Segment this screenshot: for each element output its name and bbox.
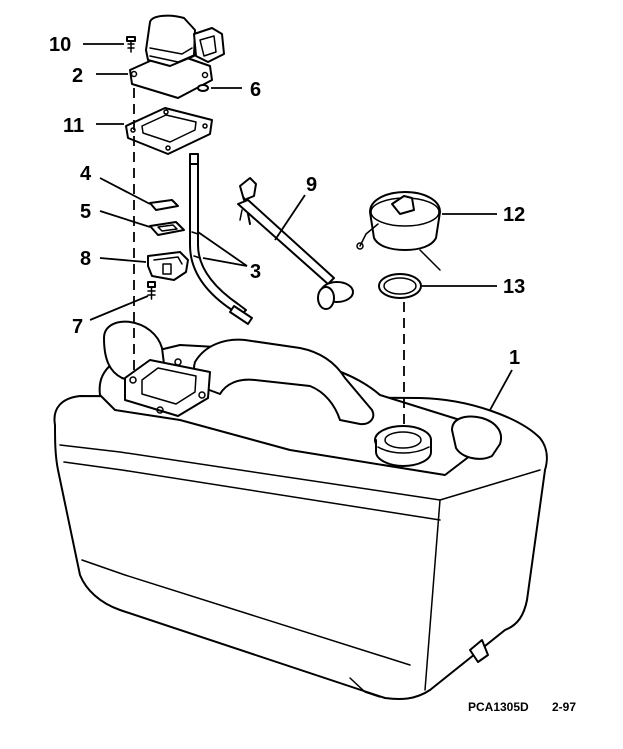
figure-codes: PCA1305D 2-97	[468, 700, 576, 714]
callout-labels: 10 2 6 11 4 5 8 7 9 3 12 13 1	[49, 34, 525, 369]
connector-housing	[129, 14, 225, 99]
callout-3: 3	[250, 261, 261, 283]
screw-10	[126, 36, 136, 53]
screw-7	[147, 281, 156, 300]
o-ring-6	[197, 84, 209, 92]
pickup-tube-3	[189, 153, 253, 325]
cap-gasket-13	[378, 273, 422, 299]
valve-8	[147, 251, 189, 281]
callout-1: 1	[509, 347, 520, 369]
leader-lines	[83, 43, 513, 411]
callout-4: 4	[80, 163, 92, 185]
callout-12: 12	[503, 204, 525, 226]
fuel-tank	[53, 320, 548, 700]
seal-4	[149, 199, 179, 211]
callout-8: 8	[80, 248, 91, 270]
callout-11: 11	[63, 115, 84, 137]
assembly-axis-lines	[133, 88, 405, 426]
callout-13: 13	[503, 276, 525, 298]
callout-9: 9	[306, 174, 317, 196]
callout-10: 10	[49, 34, 71, 56]
callout-5: 5	[80, 201, 91, 223]
callout-2: 2	[72, 65, 83, 87]
callout-6: 6	[250, 79, 261, 101]
figure-code: PCA1305D	[468, 700, 529, 714]
callout-7: 7	[72, 316, 83, 338]
fuel-gauge-float-9	[237, 177, 354, 310]
fuel-cap-12	[356, 191, 441, 271]
gasket-5	[149, 221, 185, 236]
gasket-11	[125, 107, 213, 155]
date-code: 2-97	[552, 700, 576, 714]
